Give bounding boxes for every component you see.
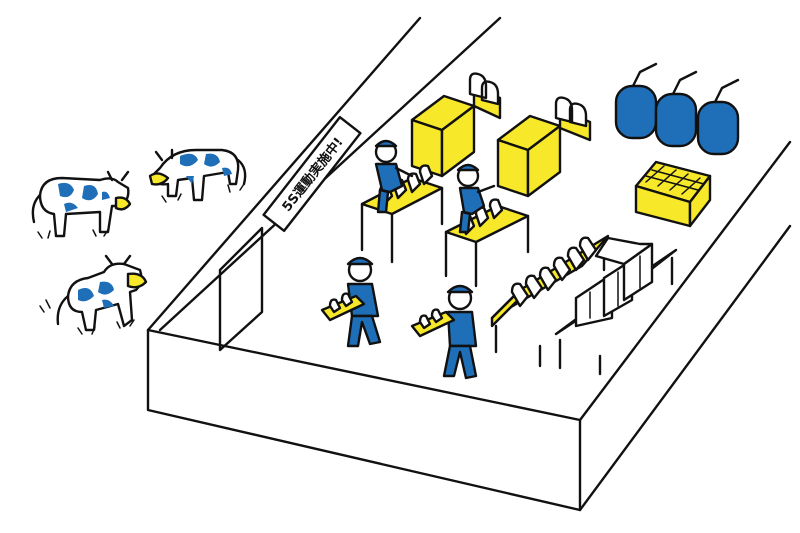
tank-1 (614, 62, 658, 140)
tank-3 (696, 78, 740, 156)
worker-at-front-machine (456, 163, 496, 234)
conveyor-table-front (444, 198, 530, 288)
tank-2 (654, 70, 698, 148)
worker-at-back-machine (374, 139, 414, 214)
milk-jugs-group (510, 236, 598, 308)
bottle-display-table (490, 234, 610, 368)
cow-front (39, 254, 148, 335)
box-stack-table (554, 236, 678, 376)
5s-campaign-sign: 5S運動実施中! (262, 115, 362, 233)
sign-text: 5S運動実施中! (279, 134, 347, 214)
worker-carrying-tray-left (320, 256, 382, 348)
cow-grazing-right (148, 148, 247, 203)
worker-carrying-tray-right (410, 284, 478, 380)
conveyor-table-back (360, 164, 444, 264)
bottling-machine-front (496, 96, 592, 198)
cow-standing-left (31, 170, 132, 239)
factory-door (218, 226, 264, 352)
bottle-crate (634, 160, 712, 228)
product-boxes (574, 236, 654, 328)
storage-tanks (614, 62, 740, 156)
bottling-machine-back (410, 72, 502, 178)
